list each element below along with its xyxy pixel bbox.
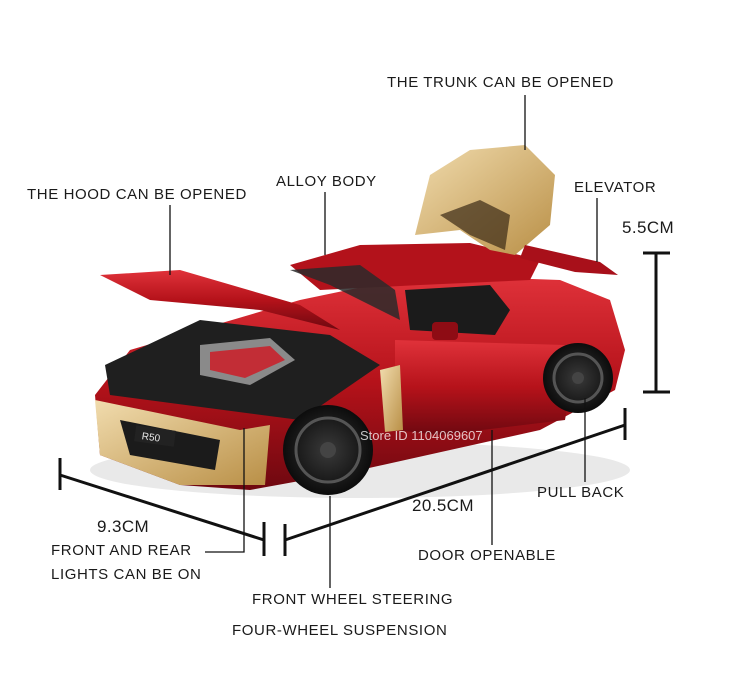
- license-plate: [134, 425, 176, 447]
- dimension-length: 20.5CM: [412, 496, 474, 515]
- rear-wheel: [543, 343, 613, 413]
- label-hood: THE HOOD CAN BE OPENED: [27, 186, 247, 203]
- side-window: [405, 285, 510, 335]
- label-steering: FRONT WHEEL STEERING: [252, 591, 454, 608]
- label-lights-line1: FRONT AND REAR: [51, 542, 192, 559]
- label-elevator: ELEVATOR: [574, 179, 657, 196]
- open-trunk: [415, 145, 555, 255]
- dimension-lines: [58, 251, 670, 556]
- open-door: [395, 340, 575, 435]
- store-watermark: Store ID 1104069607: [360, 428, 483, 443]
- rear-spoiler: [520, 245, 618, 275]
- windshield: [290, 265, 400, 320]
- label-door: DOOR OPENABLE: [418, 547, 556, 564]
- label-lights-line2: LIGHTS CAN BE ON: [51, 566, 202, 583]
- leader-lines: [169, 95, 598, 588]
- open-hood: [100, 270, 340, 330]
- dimension-height: 5.5CM: [622, 218, 675, 237]
- label-pull-back: PULL BACK: [537, 484, 625, 501]
- label-alloy-body: ALLOY BODY: [276, 173, 377, 190]
- label-suspension: FOUR-WHEEL SUSPENSION: [232, 622, 448, 639]
- license-plate-text: R50: [141, 431, 161, 445]
- dimension-width: 9.3CM: [97, 517, 150, 536]
- label-trunk: THE TRUNK CAN BE OPENED: [387, 74, 614, 91]
- side-mirror: [432, 322, 458, 340]
- front-wheel: [283, 405, 373, 495]
